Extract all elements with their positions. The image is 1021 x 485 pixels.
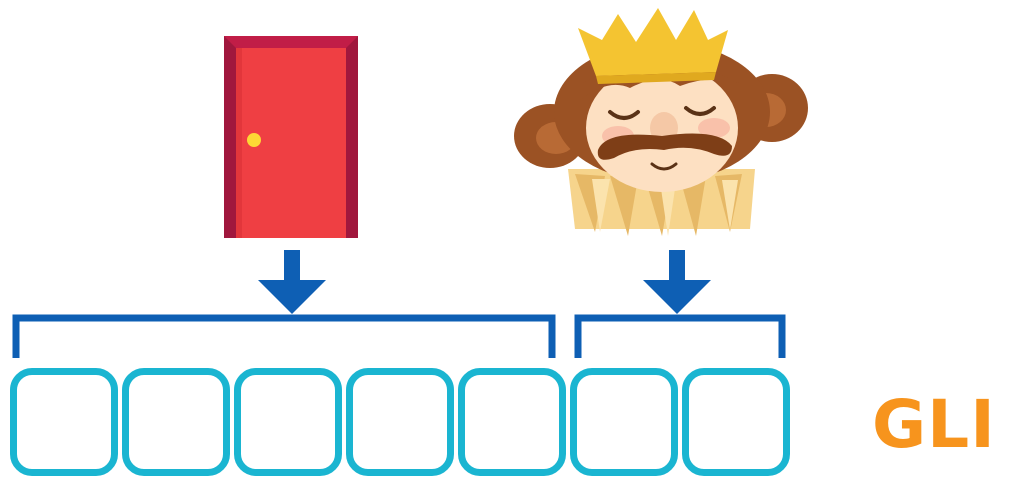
letter-box-1[interactable] <box>10 368 118 476</box>
letter-box-2[interactable] <box>122 368 230 476</box>
letter-box-5[interactable] <box>458 368 566 476</box>
king-arrow <box>643 250 711 314</box>
king-icon <box>514 8 808 236</box>
letter-box-6[interactable] <box>570 368 678 476</box>
letter-box-7[interactable] <box>682 368 790 476</box>
letter-box-4[interactable] <box>346 368 454 476</box>
door-icon <box>224 36 358 238</box>
door-arrow <box>258 250 326 314</box>
door-bracket <box>12 314 556 358</box>
hint-letters: GLI <box>872 386 996 463</box>
letter-box-3[interactable] <box>234 368 342 476</box>
king-bracket <box>574 314 786 358</box>
